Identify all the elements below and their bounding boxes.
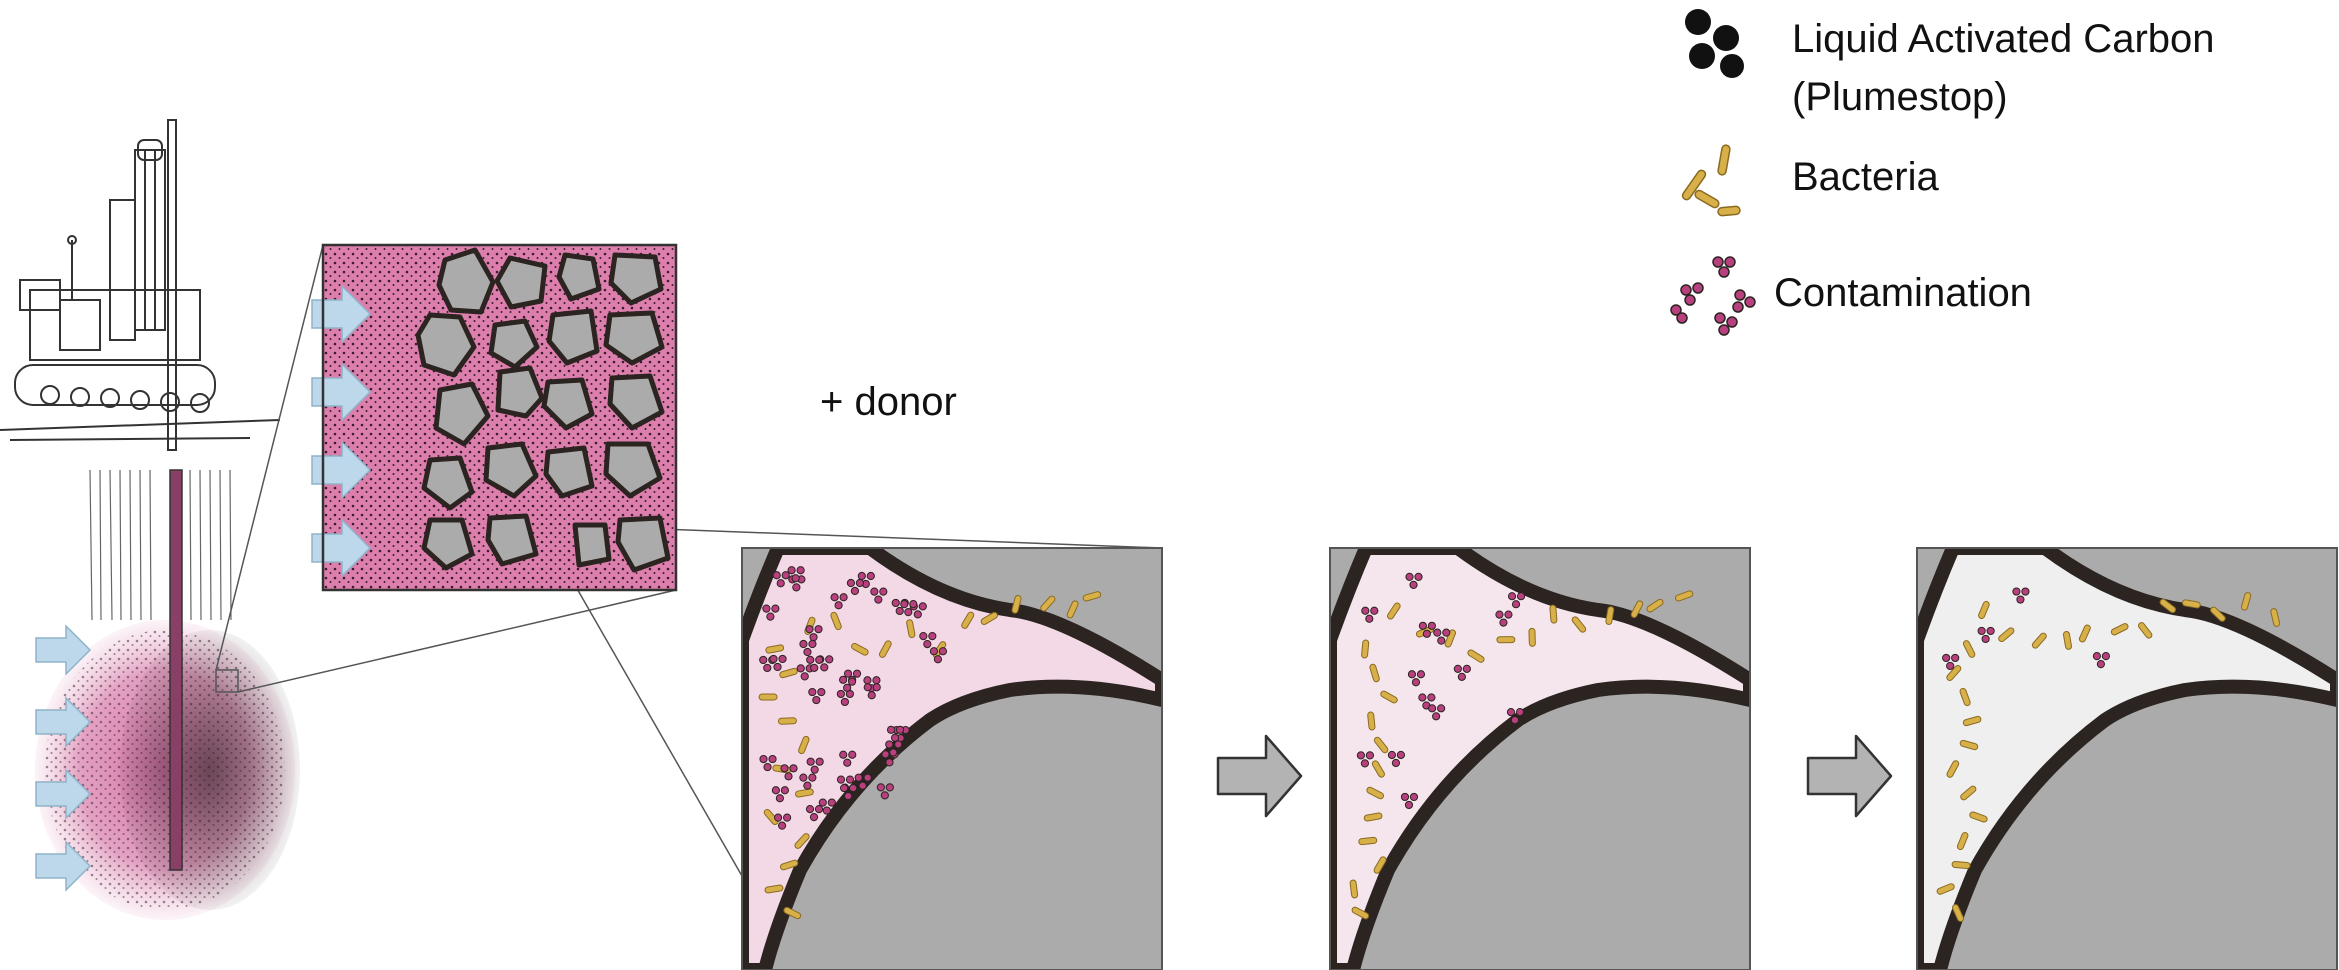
bacteria-cell [1497, 637, 1515, 643]
legend-carbon-sublabel: (Plumestop) [1792, 68, 2008, 126]
bacteria-cell [1367, 712, 1375, 731]
bacteria-cell [778, 718, 796, 725]
process-arrow-icon [1808, 736, 1891, 816]
legend-contamination-label: Contamination [1774, 264, 2032, 322]
bacteria-cell [759, 694, 777, 700]
carbon-particles-icon [1685, 9, 1744, 78]
donor-label: + donor [820, 373, 957, 431]
process-arrow-icon [1218, 736, 1301, 816]
bacteria-cell [1358, 837, 1377, 845]
bacteria-cell [1361, 640, 1369, 658]
soil-zoom-box [312, 245, 676, 590]
injection-well [170, 470, 182, 870]
bacteria-cell [1952, 861, 1970, 869]
legend-bacteria-label: Bacteria [1792, 148, 1939, 206]
bacteria-cell [1529, 628, 1536, 646]
drilling-rig-icon [0, 120, 280, 620]
bacteria-cell [1550, 605, 1558, 623]
bacteria-icon [1681, 145, 1740, 216]
contaminant-molecule-icon [1671, 257, 1755, 335]
legend-carbon-label: Liquid Activated Carbon [1792, 10, 2215, 68]
stage-panel-1 [742, 548, 1162, 970]
